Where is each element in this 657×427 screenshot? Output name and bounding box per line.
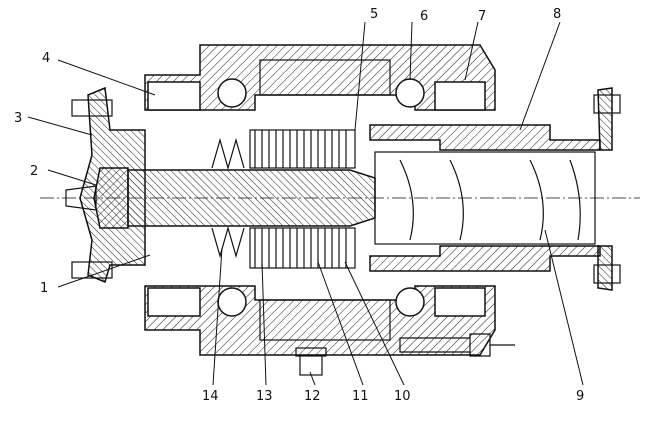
left-bolt-top	[71, 99, 113, 117]
end-nut	[93, 167, 129, 229]
part-label-14: 14	[202, 389, 219, 404]
ball-bearing-top-right	[395, 78, 425, 108]
right-bolt-top	[593, 94, 621, 114]
bearing-left-bottom	[147, 287, 201, 317]
nut-cap	[65, 185, 97, 211]
seal-right-top	[434, 81, 486, 111]
part-label-12: 12	[304, 389, 321, 404]
cone-spring-bottom	[211, 225, 245, 259]
seal-right-bottom	[434, 287, 486, 317]
part-label-6: 6	[420, 9, 428, 24]
bearing-left-top	[147, 81, 201, 111]
part-label-3: 3	[14, 111, 22, 126]
helical-spring	[399, 159, 581, 241]
housing-cavity-bottom	[259, 299, 391, 341]
drain-plug	[299, 354, 323, 376]
ball-bearing-bottom-right	[395, 287, 425, 317]
outer-sleeve-top	[369, 124, 601, 151]
drain-plug-head	[295, 347, 327, 357]
spring-pack-top	[249, 129, 356, 169]
part-label-13: 13	[256, 389, 273, 404]
ball-bearing-bottom-left	[217, 287, 247, 317]
side-bolt	[399, 333, 515, 357]
housing-cavity-top	[259, 59, 391, 96]
part-label-7: 7	[478, 9, 486, 24]
leader-lines	[27, 21, 584, 386]
part-label-1: 1	[40, 281, 48, 296]
part-label-9: 9	[576, 389, 584, 404]
part-label-11: 11	[352, 389, 369, 404]
part-label-5: 5	[370, 7, 378, 22]
part-label-4: 4	[42, 51, 50, 66]
right-flange-lower	[597, 245, 613, 291]
right-bolt-bottom	[593, 264, 621, 284]
left-bolt-bottom	[71, 261, 113, 279]
ball-bearing-top-left	[217, 78, 247, 108]
spring-pack-bottom	[249, 227, 356, 269]
cone-spring-top	[211, 137, 245, 171]
part-label-8: 8	[553, 7, 561, 22]
right-flange	[597, 87, 613, 151]
outer-sleeve-bottom	[369, 245, 601, 272]
part-label-2: 2	[30, 164, 38, 179]
part-label-10: 10	[394, 389, 411, 404]
inner-cavity	[374, 151, 596, 245]
shaft	[127, 169, 376, 227]
